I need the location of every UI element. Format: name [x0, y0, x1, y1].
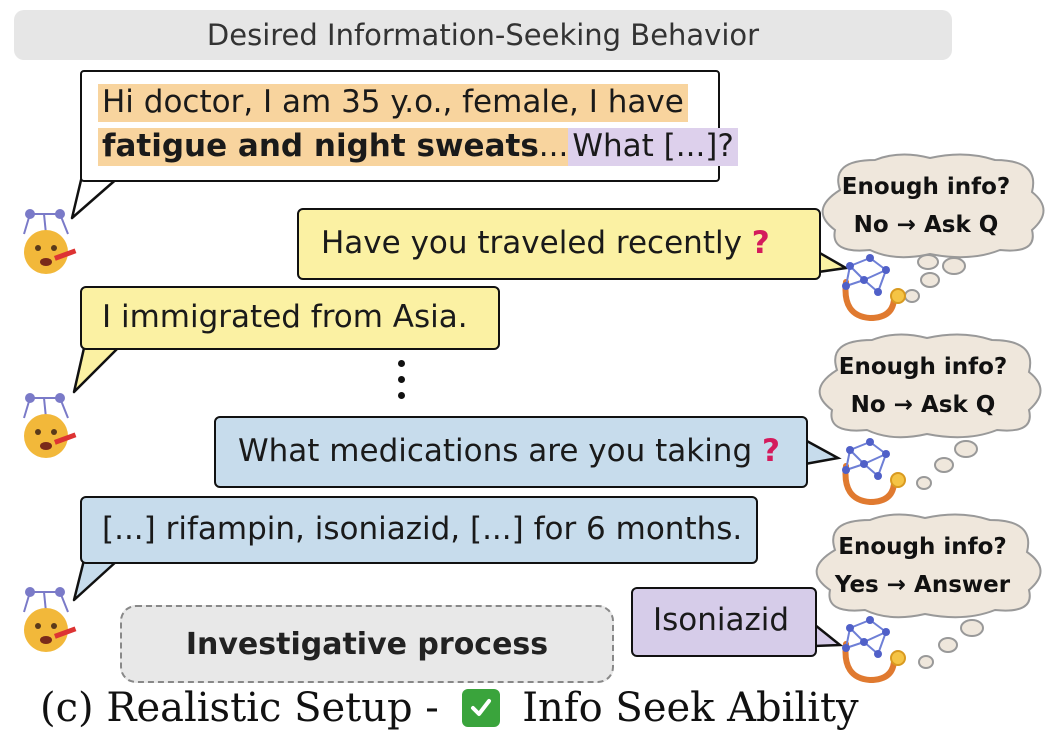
continuation-dots [398, 360, 405, 408]
symptoms-bold: fatigue and night sweats [102, 128, 539, 164]
figure-caption: (c) Realistic Setup - Info Seek Ability [40, 685, 859, 731]
thought-cloud-2-shape [818, 333, 1042, 439]
caption-suffix: Info Seek Ability [509, 685, 859, 731]
patient-message-1: Hi doctor, I am 35 y.o., female, I have … [80, 70, 738, 182]
patient-message-3: [...] rifampin, isoniazid, [...] for 6 m… [80, 496, 758, 564]
patient-question: What [...]? [568, 128, 738, 166]
thought-3-line1: Enough info? [838, 534, 1007, 560]
patient-sick-face-icon [23, 393, 77, 458]
question-mark-icon: ? [762, 433, 780, 469]
thought-cloud-2: Enough info? No → Ask Q [797, 330, 1049, 460]
thought-3-line2: Yes → Answer [834, 572, 1011, 598]
doctor-question-2: What medications are you taking ? [214, 416, 808, 488]
question-mark-icon: ? [751, 225, 770, 261]
thought-cloud-3-shape [815, 513, 1042, 619]
thought-1-line1: Enough info? [841, 174, 1011, 200]
ellipsis: ... [538, 128, 569, 164]
doctor-network-stethoscope-icon [842, 254, 906, 322]
check-mark-icon [461, 689, 500, 727]
doctor-network-stethoscope-icon [842, 616, 906, 684]
thought-cloud-1-shape [821, 153, 1045, 270]
investigative-process-box: Investigative process [120, 605, 614, 683]
thought-cloud-1: Enough info? No → Ask Q [800, 150, 1052, 280]
doctor-question-1: Have you traveled recently ? [297, 208, 821, 280]
patient-message-2: I immigrated from Asia. [80, 286, 500, 350]
caption-prefix: (c) Realistic Setup - [40, 685, 452, 731]
thought-2-line1: Enough info? [838, 354, 1008, 380]
doctor-question-2-text: What medications are you taking [238, 433, 762, 469]
patient-sick-face-icon [23, 587, 77, 652]
doctor-network-stethoscope-icon [842, 438, 906, 506]
patient-message-1-line1: Hi doctor, I am 35 y.o., female, I have [98, 84, 688, 122]
patient-sick-face-icon [23, 209, 77, 274]
thought-2-line2: No → Ask Q [850, 392, 996, 418]
doctor-answer: Isoniazid [631, 587, 817, 657]
header-title: Desired Information-Seeking Behavior [14, 10, 952, 60]
thought-1-line2: No → Ask Q [853, 212, 999, 238]
thought-cloud-3: Enough info? Yes → Answer [795, 510, 1050, 640]
doctor-question-1-text: Have you traveled recently [321, 225, 752, 261]
